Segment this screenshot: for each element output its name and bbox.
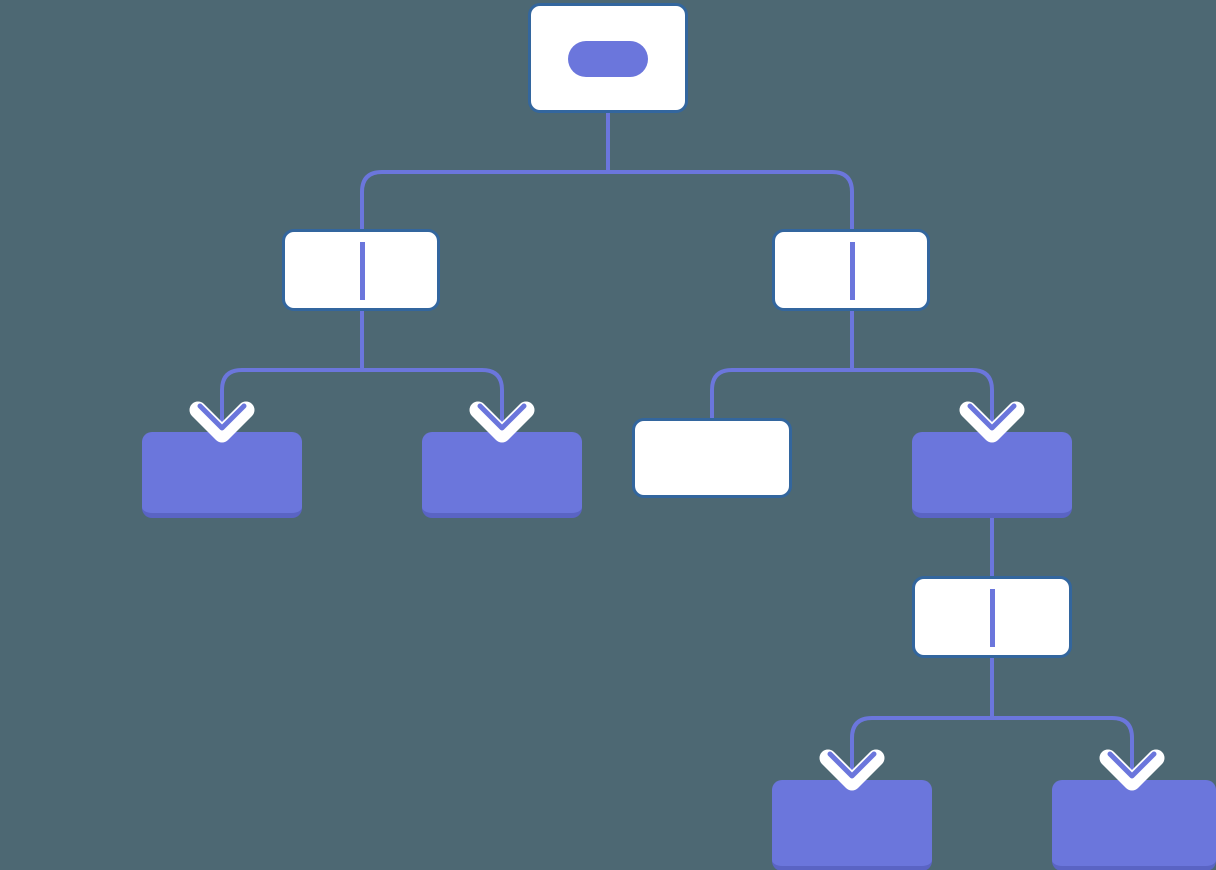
node-l2b[interactable]	[422, 432, 582, 517]
node-l1a[interactable]	[282, 229, 440, 311]
node-l2a[interactable]	[142, 432, 302, 517]
node-l1b[interactable]	[772, 229, 930, 311]
node-l2c[interactable]	[632, 418, 792, 498]
node-l2d[interactable]	[912, 432, 1072, 517]
node-l4b[interactable]	[1052, 780, 1216, 870]
root-node-pill-badge	[568, 41, 648, 77]
node-l3a[interactable]	[912, 576, 1072, 658]
node-l4a[interactable]	[772, 780, 932, 870]
